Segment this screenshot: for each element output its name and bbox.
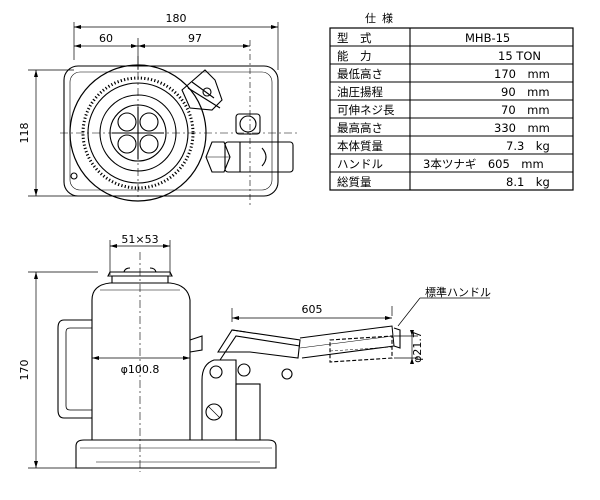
standard-handle bbox=[329, 335, 393, 363]
spec-label-handle: ハンドル bbox=[337, 157, 383, 171]
spec-value-max-height: 330 mm bbox=[494, 121, 550, 135]
dim-170-label: 170 bbox=[18, 360, 31, 381]
dim-handle-diameter-label: φ21.7 bbox=[411, 331, 424, 363]
saddle bbox=[107, 271, 173, 277]
spec-value-screw: 70 mm bbox=[501, 103, 550, 117]
spec-label-capacity: 能 力 bbox=[337, 49, 372, 63]
saddle-pattern bbox=[112, 107, 164, 159]
spec-label-model: 型 式 bbox=[337, 31, 372, 45]
spec-value-min-height: 170 mm bbox=[494, 67, 550, 81]
dim-180-label: 180 bbox=[166, 12, 187, 25]
spec-label-max-height: 最高高さ bbox=[337, 121, 383, 135]
spec-label-lift: 油圧揚程 bbox=[337, 85, 383, 99]
dim-60-label: 60 bbox=[99, 32, 113, 45]
dim-saddle-label: 51×53 bbox=[121, 233, 158, 246]
spec-value-capacity: 15 TON bbox=[498, 49, 541, 63]
spec-value-total-mass: 8.1 kg bbox=[506, 175, 550, 189]
knurled-ring bbox=[81, 76, 195, 190]
spec-value-handle: 3本ツナギ 605 mm bbox=[423, 157, 544, 171]
handle-leader-line bbox=[397, 297, 421, 327]
spec-label-screw: 可伸ネジ長 bbox=[337, 103, 395, 117]
dim-118-label: 118 bbox=[18, 123, 31, 144]
spec-label-min-height: 最低高さ bbox=[337, 67, 383, 81]
side-base bbox=[75, 439, 277, 469]
dim-605-label: 605 bbox=[302, 303, 323, 316]
dim-97-label: 97 bbox=[188, 32, 202, 45]
dim-diameter-label: φ100.8 bbox=[121, 363, 160, 376]
release-valve bbox=[205, 403, 223, 421]
pump-unit bbox=[181, 69, 294, 173]
carry-handle bbox=[57, 319, 92, 419]
side-view: 51×53 170 φ100.8 bbox=[18, 233, 491, 472]
spec-label-total-mass: 総質量 bbox=[337, 175, 372, 189]
handle-socket bbox=[224, 141, 294, 173]
spec-table: 仕様 型 式 MHB-15 能 力 15 TON 最低高さ 170 mm 油圧揚… bbox=[329, 11, 574, 191]
spec-value-lift: 90 mm bbox=[501, 85, 550, 99]
spec-label-body-mass: 本体質量 bbox=[337, 139, 383, 153]
spec-value-model: MHB-15 bbox=[465, 31, 510, 45]
cylinder-outer bbox=[69, 64, 207, 202]
spec-value-body-mass: 7.3 kg bbox=[506, 139, 550, 153]
spec-table-header: 仕様 bbox=[365, 11, 399, 25]
handle-label: 標準ハンドル bbox=[425, 285, 491, 299]
handle-lever bbox=[216, 325, 401, 361]
top-base-outline bbox=[63, 65, 279, 197]
top-view: 180 60 97 118 bbox=[18, 12, 300, 205]
cylinder-body bbox=[91, 282, 191, 440]
pump-tower bbox=[235, 383, 261, 441]
